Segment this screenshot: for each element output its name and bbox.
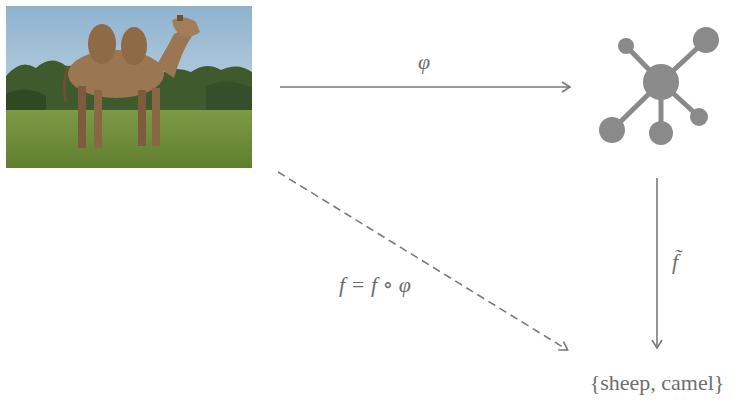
graph-icon [596, 26, 724, 148]
class-label: {sheep, camel} [590, 370, 725, 396]
map-label: f̃ [669, 249, 681, 275]
input-image [6, 6, 252, 168]
class-set: {sheep, camel} [586, 368, 729, 398]
dashed-arrow [278, 172, 568, 350]
feature-graph [596, 26, 724, 148]
map-label: f = f ∘ φ [336, 272, 414, 298]
map-label: φ [415, 49, 433, 75]
camel-photo [6, 6, 252, 168]
map-arrow [656, 178, 658, 348]
map-arrow [280, 86, 570, 88]
